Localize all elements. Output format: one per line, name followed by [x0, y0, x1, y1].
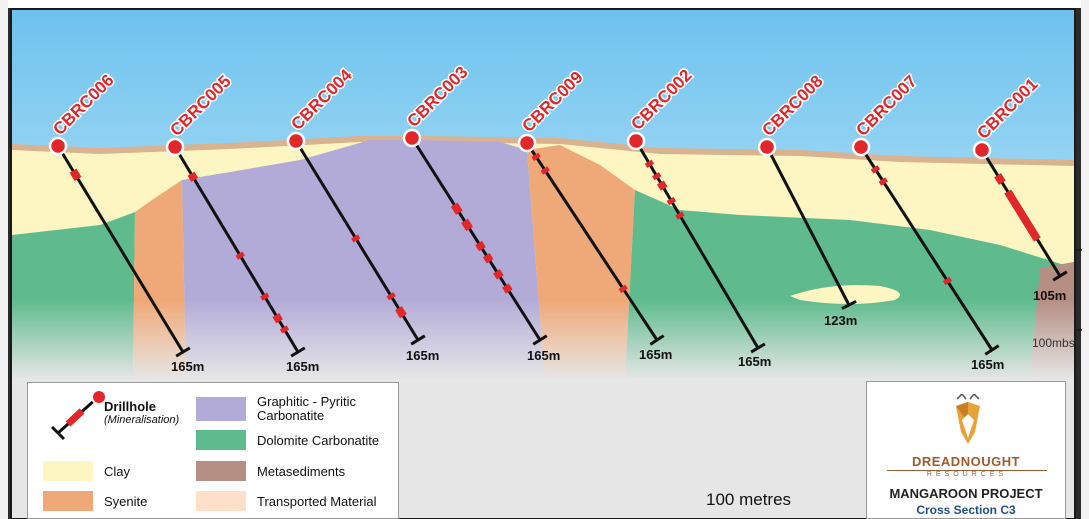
- section-title: Cross Section C3: [916, 503, 1016, 517]
- end-of-hole-tick: [532, 334, 548, 346]
- mineralisation-interval: [461, 218, 473, 232]
- mineralisation-interval: [272, 313, 283, 324]
- mineralisation-interval: [187, 171, 199, 182]
- drillhole-collar: [402, 128, 422, 148]
- depth-marker-label: 100mbs: [1032, 336, 1075, 350]
- drillhole-collar: [517, 133, 537, 153]
- dreadnought-logo-icon: [956, 394, 980, 444]
- drillhole-depth-label: 165m: [639, 347, 672, 362]
- mineralisation-interval: [942, 276, 953, 286]
- drillhole-collar: [757, 137, 777, 157]
- legend-graphitic-label: Graphitic - Pyritic Carbonatite: [257, 394, 356, 423]
- end-of-hole-tick: [175, 346, 191, 358]
- drillhole-trace: [410, 137, 542, 341]
- end-of-hole-tick: [410, 334, 426, 346]
- legend-swatch-dolomite: [196, 430, 246, 450]
- end-of-hole-tick: [984, 344, 1000, 356]
- drillhole-depth-label: 165m: [171, 359, 204, 374]
- mineralisation-interval: [994, 173, 1006, 185]
- drillhole-trace: [525, 142, 659, 341]
- end-of-hole-tick: [649, 334, 665, 346]
- mineralisation-interval: [351, 234, 361, 243]
- drillhole-collar: [972, 140, 992, 160]
- logo-brand-sub: RESOURCES: [887, 470, 1047, 478]
- mineralisation-interval: [644, 159, 655, 168]
- end-of-hole-tick: [1052, 270, 1068, 282]
- drillhole-depth-label: 165m: [527, 348, 560, 363]
- legend-swatch-graphitic: [196, 397, 246, 421]
- mineralisation-interval: [675, 211, 685, 220]
- mineralisation-interval: [260, 292, 270, 301]
- mineralisation-interval: [1004, 189, 1041, 242]
- drillhole-collar: [851, 137, 871, 157]
- legend-swatch-transported: [196, 491, 246, 511]
- mineralisation-interval: [878, 177, 888, 186]
- mineralisation-interval: [870, 165, 881, 174]
- drillhole-collar: [165, 137, 185, 157]
- end-of-hole-tick: [290, 346, 306, 358]
- mineralisation-interval: [386, 292, 396, 301]
- legend-swatch-clay: [43, 461, 93, 481]
- scale-bar-label: 100 metres: [706, 490, 792, 509]
- legend-swatch-syenite: [43, 491, 93, 511]
- legend-clay-label: Clay: [104, 464, 131, 479]
- legend-metasediments-label: Metasediments: [257, 464, 346, 479]
- legend-drillhole-label: Drillhole: [104, 399, 157, 414]
- drillhole-depth-label: 123m: [824, 313, 857, 328]
- top-ruler: [0, 0, 1089, 8]
- legend-dolomite-label: Dolomite Carbonatite: [257, 433, 380, 448]
- mineralisation-interval: [502, 283, 513, 294]
- transported-material-strip: [12, 136, 1074, 166]
- legend-swatch-metasediments: [196, 461, 246, 481]
- drillhole-depth-label: 165m: [286, 359, 319, 374]
- mineralisation-interval: [618, 284, 628, 293]
- mineralisation-interval: [493, 269, 504, 280]
- logo-panel: DREADNOUGHT RESOURCES MANGAROON PROJECT …: [866, 381, 1066, 519]
- mineralisation-interval: [666, 196, 677, 206]
- mineralisation-interval: [475, 240, 486, 252]
- drillhole-depth-label: 165m: [738, 354, 771, 369]
- mineralisation-interval: [656, 180, 668, 191]
- drillhole-depth-label: 165m: [971, 357, 1004, 372]
- mineralisation-interval: [482, 253, 494, 264]
- drillhole-depth-label: 105m: [1033, 288, 1066, 303]
- depth-fade: [12, 300, 1074, 380]
- mineralisation-interval: [540, 166, 550, 175]
- drillhole-collar: [48, 136, 68, 156]
- legend-syenite-label: Syenite: [104, 494, 148, 509]
- drillhole-depth-label: 165m: [406, 348, 439, 363]
- drillhole-legend-icon: [50, 391, 107, 441]
- project-title: MANGAROON PROJECT: [889, 486, 1043, 501]
- end-of-hole-tick: [750, 342, 766, 354]
- end-of-hole-tick: [841, 299, 857, 311]
- panel-border: [10, 8, 1076, 519]
- mineralisation-interval: [235, 251, 245, 260]
- drillhole-collar: [286, 131, 306, 151]
- logo-brand: DREADNOUGHT: [911, 454, 1021, 469]
- drillhole-collar: [626, 131, 646, 151]
- mineralisation-interval: [450, 202, 463, 215]
- drillhole-trace: [56, 145, 185, 353]
- mineralisation-interval: [279, 325, 290, 334]
- right-ruler: [1081, 0, 1089, 519]
- legend-drillhole-sub: (Mineralisation): [104, 414, 180, 426]
- legend-transported-label: Transported Material: [257, 494, 377, 509]
- mineralisation-interval: [531, 152, 541, 161]
- mineralisation-interval: [69, 168, 82, 182]
- drillhole-trace: [765, 146, 851, 306]
- left-ruler: [0, 0, 8, 519]
- mineralisation-interval: [652, 172, 662, 181]
- legend: Drillhole (Mineralisation) Graphitic - P…: [27, 382, 399, 519]
- mineralisation-interval: [395, 306, 407, 319]
